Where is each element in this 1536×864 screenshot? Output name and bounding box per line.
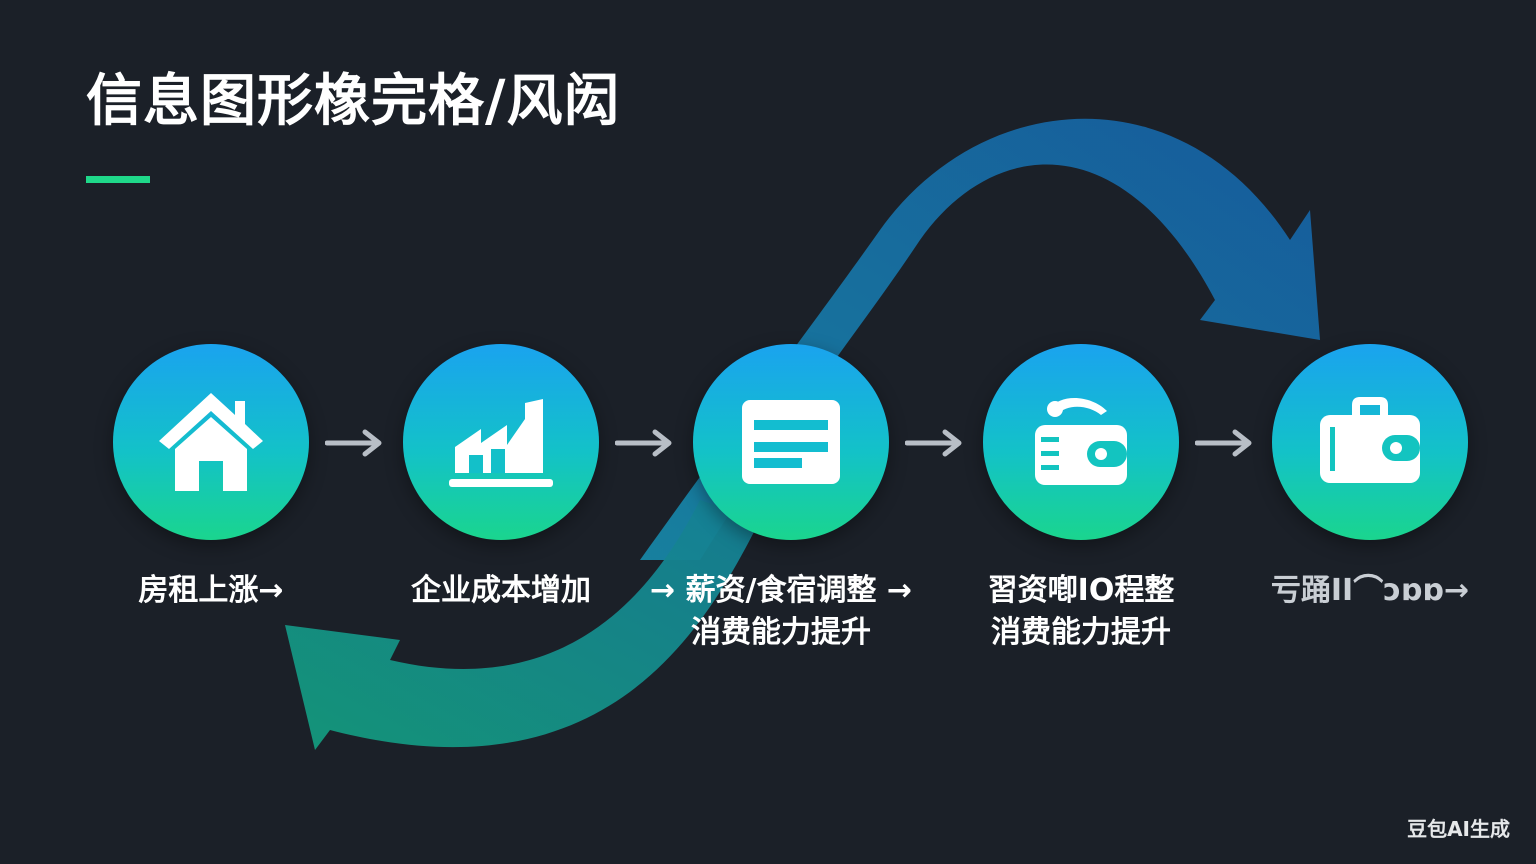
flow-arrow-4 xyxy=(1195,429,1252,457)
step-label-5-line-1: 亏踊ΙΙ⌒ɔɒɒ→ xyxy=(1270,573,1470,608)
step-circle-5 xyxy=(1272,344,1468,540)
step-label-1: 房租上涨→ xyxy=(101,570,321,612)
ai-generated-watermark: 豆包AI生成 xyxy=(1407,817,1510,841)
flow-arrow-2 xyxy=(615,429,672,457)
cycle-arrow-lower xyxy=(285,500,760,750)
factory-icon xyxy=(449,399,553,487)
page-title: 信息图形橡完格/风闳 xyxy=(86,69,621,134)
step-label-4-line-1: 習资喞ΙΟ程整 xyxy=(987,573,1175,608)
step-circle-1 xyxy=(113,344,309,540)
document-icon xyxy=(742,400,840,484)
step-label-4: 習资喞ΙΟ程整 消费能力提升 xyxy=(951,570,1211,654)
step-label-2: 企业成本增加 xyxy=(381,570,621,612)
step-circle-2 xyxy=(403,344,599,540)
house-icon xyxy=(159,393,263,491)
step-circle-3 xyxy=(693,344,889,540)
step-label-2-line-1: 企业成本增加 xyxy=(411,573,591,608)
flow-arrow-3 xyxy=(905,429,962,457)
flow-arrow-1 xyxy=(325,429,382,457)
briefcase-icon xyxy=(1320,397,1420,483)
step-label-3-line-2: 消费能力提升 xyxy=(691,615,871,650)
step-label-5: 亏踊ΙΙ⌒ɔɒɒ→ xyxy=(1250,570,1490,612)
step-label-3-line-1: → 薪资/食宿调整 → xyxy=(649,573,913,608)
step-label-3: → 薪资/食宿调整 → 消费能力提升 xyxy=(631,570,931,654)
step-label-4-line-2: 消费能力提升 xyxy=(991,615,1171,650)
wallet-icon xyxy=(1035,397,1127,485)
step-circle-4 xyxy=(983,344,1179,540)
title-accent-bar xyxy=(86,176,150,183)
step-label-1-line-1: 房租上涨→ xyxy=(138,573,284,608)
